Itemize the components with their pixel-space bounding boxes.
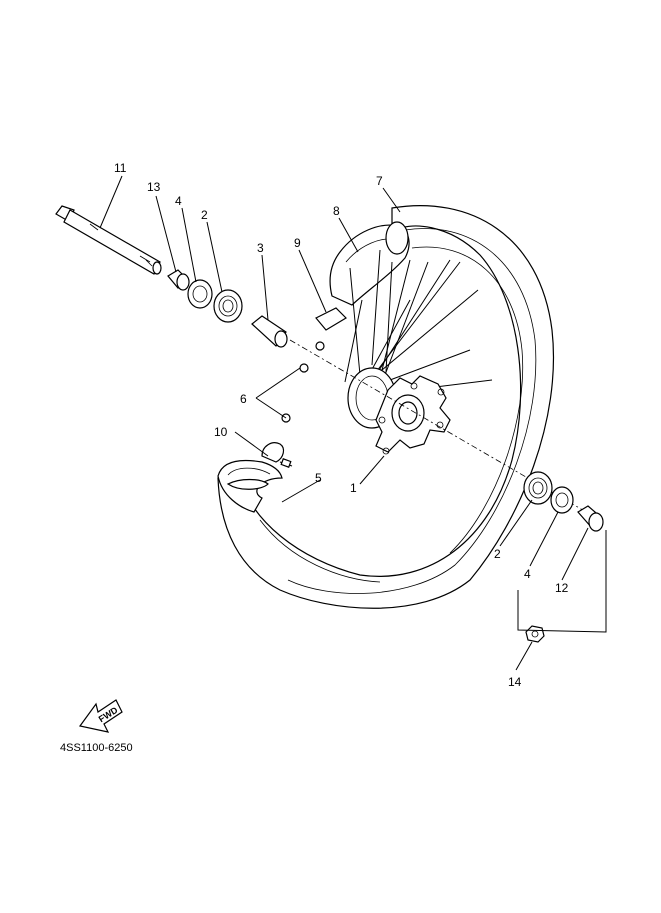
callout-5: 5 — [315, 471, 322, 485]
callout-8: 8 — [333, 204, 340, 218]
callout-11: 11 — [114, 161, 127, 175]
callout-7: 7 — [376, 174, 383, 188]
oil-seal-left — [187, 279, 213, 309]
oil-seal-right — [550, 486, 574, 514]
callout-2-right: 2 — [494, 547, 501, 561]
leader-lines — [99, 175, 589, 671]
callout-6: 6 — [240, 392, 247, 406]
rim-band — [315, 307, 347, 331]
axle — [55, 205, 162, 275]
valve — [261, 442, 293, 468]
callout-3: 3 — [257, 241, 264, 255]
bearing-left — [213, 289, 243, 323]
inner-tube — [217, 459, 283, 513]
callout-4-right: 4 — [524, 567, 531, 581]
diagram-code: 4SS1100-6250 — [60, 742, 133, 754]
callout-9: 9 — [294, 236, 301, 250]
callout-1: 1 — [350, 481, 357, 495]
collar-13 — [167, 269, 190, 291]
callout-10: 10 — [214, 425, 228, 439]
nipples — [281, 341, 325, 423]
bearing-right — [523, 471, 553, 505]
callout-14: 14 — [508, 675, 522, 689]
callout-4-left: 4 — [175, 194, 182, 208]
hub — [347, 367, 451, 455]
callout-2-left: 2 — [201, 208, 208, 222]
bracket-12-14 — [517, 530, 607, 633]
tire — [329, 221, 410, 306]
collar-12 — [577, 505, 604, 532]
callout-13: 13 — [147, 180, 161, 194]
callout-12: 12 — [555, 581, 569, 595]
callouts: 1 2 2 3 4 4 5 6 7 8 9 10 11 12 13 14 — [114, 161, 569, 689]
nut — [525, 625, 545, 643]
fwd-arrow-icon: FWD — [78, 699, 123, 733]
spacer — [251, 315, 288, 348]
